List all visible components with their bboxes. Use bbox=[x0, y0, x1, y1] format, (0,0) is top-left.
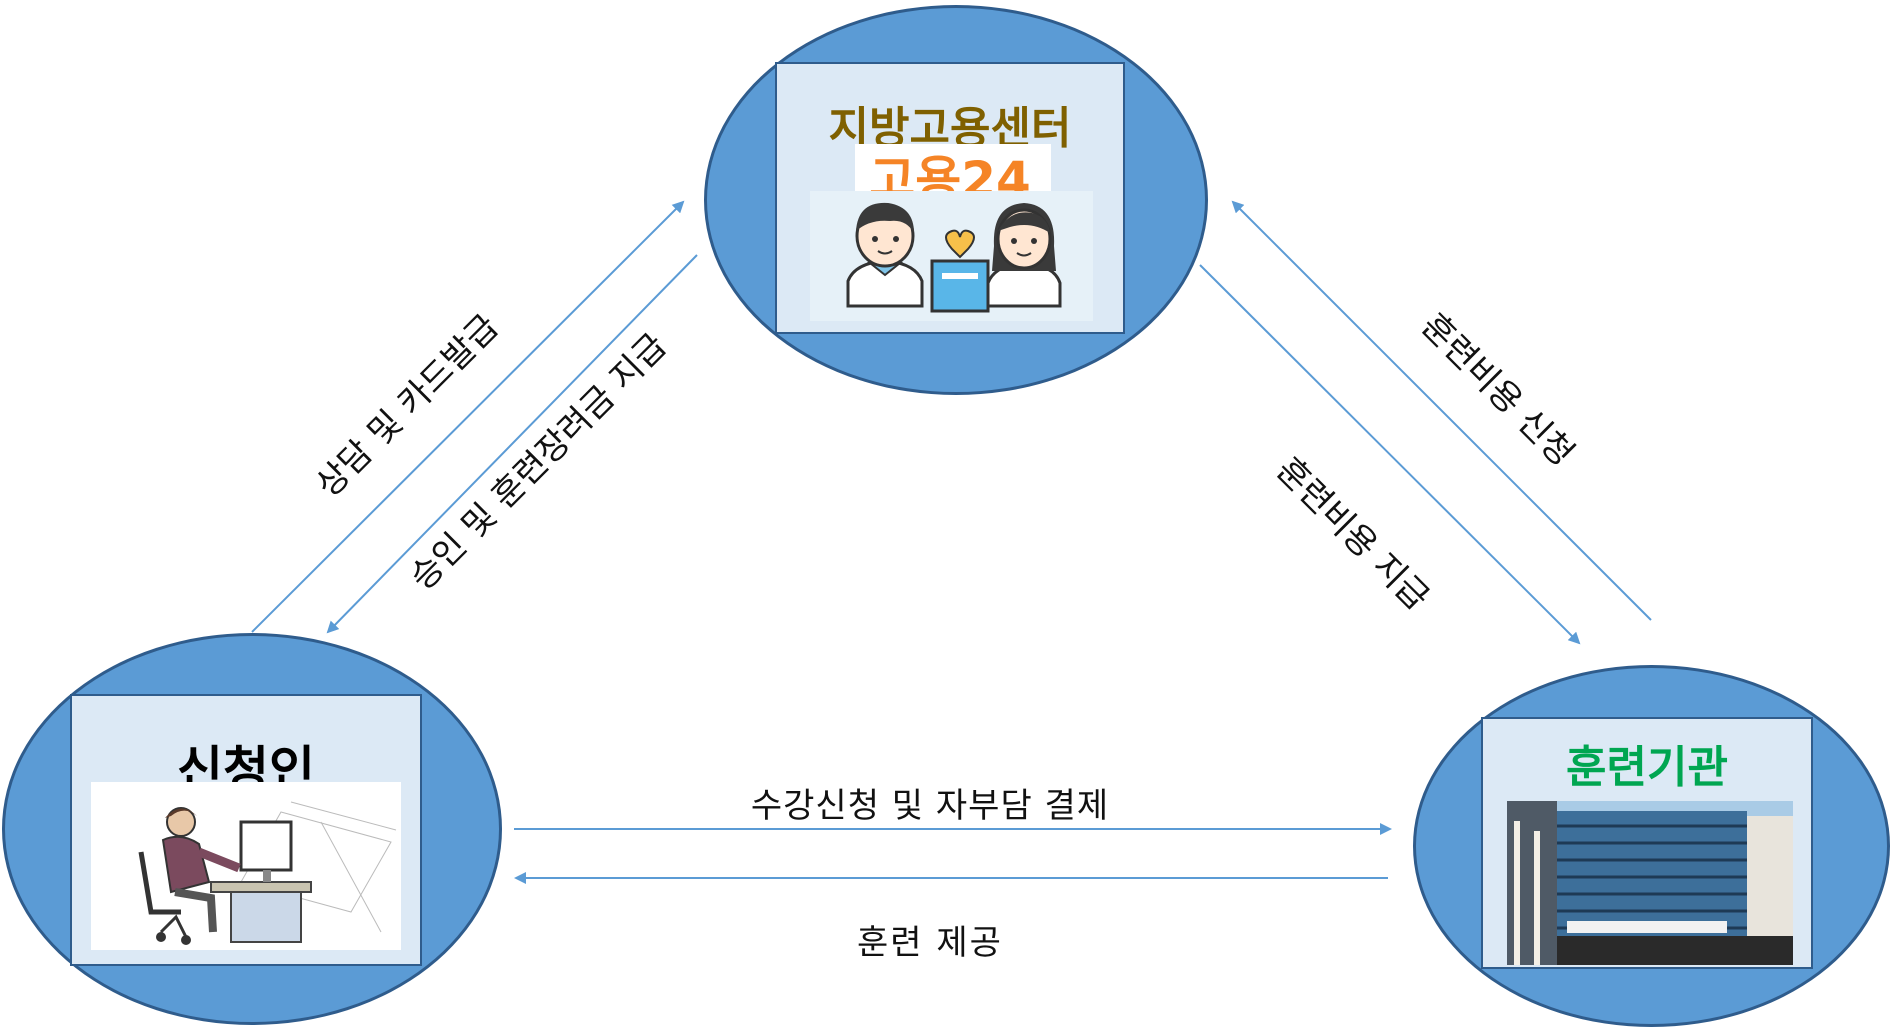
heart-box-icon bbox=[930, 229, 990, 313]
man-icon bbox=[846, 202, 924, 308]
label-applicant-to-institution: 수강신청 및 자부담 결제 bbox=[750, 786, 1110, 826]
counselling-illustration bbox=[810, 191, 1093, 321]
training-building-photo bbox=[1507, 801, 1793, 965]
person-at-desk-illustration bbox=[91, 782, 401, 950]
center-subtitle-box bbox=[855, 144, 1051, 196]
arrow-center-to-institution bbox=[1199, 264, 1581, 645]
applicant-card: 신청인 bbox=[70, 694, 422, 966]
institution-card: 훈련기관 bbox=[1481, 717, 1813, 969]
arrow-institution-to-center bbox=[1231, 200, 1652, 621]
woman-icon bbox=[986, 203, 1062, 308]
arrow-applicant-to-center bbox=[251, 200, 685, 633]
arrow-center-to-applicant bbox=[326, 254, 698, 634]
center-card: 지방고용센터 고용24 bbox=[775, 62, 1125, 334]
label-institution-to-applicant: 훈련 제공 bbox=[857, 923, 1003, 963]
institution-title: 훈련기관 bbox=[1566, 742, 1728, 793]
